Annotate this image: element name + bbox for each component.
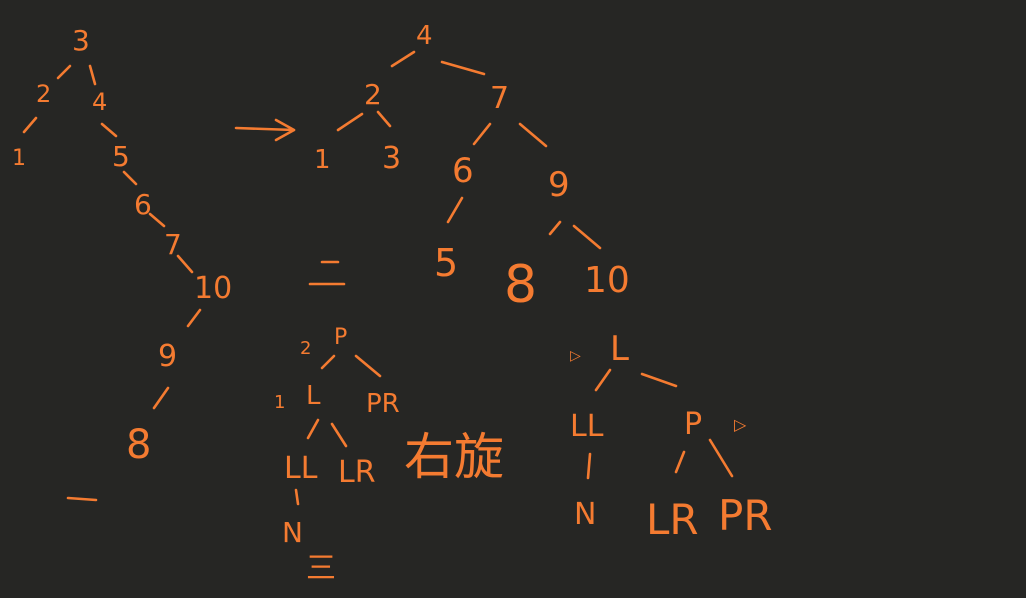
edge-P-PR: [708, 438, 734, 478]
node-7: 7: [490, 81, 509, 116]
rotation-prefix: 2: [300, 338, 311, 359]
section-mark-1: [66, 496, 98, 502]
rotation-after: ▷ L LL P ▷ N LR PR: [570, 329, 773, 544]
edge-L-LL: [306, 418, 320, 440]
node-6: 6: [452, 151, 474, 191]
node-LR: LR: [646, 495, 699, 544]
node-5: 5: [112, 140, 130, 173]
node-2: 2: [36, 80, 51, 108]
section-mark-3: 三: [306, 551, 336, 586]
node-L: L: [610, 329, 629, 369]
edge-P-PR: [354, 354, 382, 378]
marker-right: ▷: [734, 415, 747, 434]
node-P: P: [684, 407, 702, 442]
node-1: 1: [274, 392, 285, 413]
edge-LL-N: [294, 488, 300, 506]
node-2: 2: [364, 78, 382, 111]
node-N: N: [574, 497, 596, 532]
edge-7-6: [472, 122, 492, 146]
edge-9-8: [152, 386, 170, 410]
node-4: 4: [92, 88, 107, 116]
edge-LL-N: [586, 452, 592, 480]
edge-9-8: [548, 220, 562, 236]
node-1: 1: [12, 146, 26, 171]
edge-L-P: [640, 372, 678, 388]
edge-7-10: [176, 254, 194, 274]
node-LL: LL: [570, 409, 604, 444]
rotation-label: 右旋: [404, 428, 504, 486]
node-N: N: [282, 516, 303, 549]
edge-7-9: [518, 122, 548, 148]
node-3: 3: [382, 141, 401, 176]
tree-after: 4 2 7 1 3 6 9 5 8 10: [314, 21, 630, 315]
node-1: 1: [314, 145, 331, 175]
node-LL: LL: [284, 451, 318, 486]
arrow-head: [274, 118, 296, 142]
node-PR: PR: [366, 389, 400, 419]
edge-3-2: [56, 64, 72, 80]
node-10: 10: [584, 260, 630, 301]
node-6: 6: [134, 188, 152, 221]
edge-10-9: [186, 308, 202, 328]
node-5: 5: [434, 241, 458, 285]
edge-5-6: [122, 170, 138, 186]
edge-2-1: [22, 116, 38, 134]
tree-before: 3 2 4 1 5 6 7 10 9 8: [12, 24, 232, 502]
edge-P-LR: [674, 450, 686, 474]
node-P: P: [334, 325, 347, 350]
node-L: L: [306, 381, 321, 411]
node-9: 9: [548, 165, 570, 205]
edge-6-5: [446, 196, 464, 224]
node-8: 8: [126, 422, 151, 468]
edge-4-5: [100, 122, 118, 138]
node-7: 7: [164, 228, 182, 261]
node-4: 4: [416, 21, 433, 51]
node-10: 10: [194, 271, 232, 306]
edge-3-4: [88, 64, 97, 86]
edge-4-7: [440, 60, 486, 76]
edge-L-LR: [330, 422, 348, 448]
node-8: 8: [504, 255, 537, 315]
node-9: 9: [158, 339, 177, 374]
marker-left: ▷: [570, 348, 581, 364]
edge-9-10: [572, 224, 602, 250]
edge-4-2: [390, 50, 416, 68]
edge-L-LL: [594, 368, 612, 392]
arrow-shaft: [234, 126, 296, 132]
edge-6-7: [148, 212, 166, 228]
node-LR: LR: [338, 455, 376, 490]
node-3: 3: [72, 24, 90, 57]
rotation-before: 2 P 1 L PR LL LR N 三: [274, 260, 400, 586]
edge-2-3: [376, 110, 392, 128]
transform-arrow: [234, 118, 296, 142]
node-PR: PR: [718, 491, 773, 540]
edge-P-L: [320, 354, 336, 370]
edge-2-1: [336, 112, 364, 132]
